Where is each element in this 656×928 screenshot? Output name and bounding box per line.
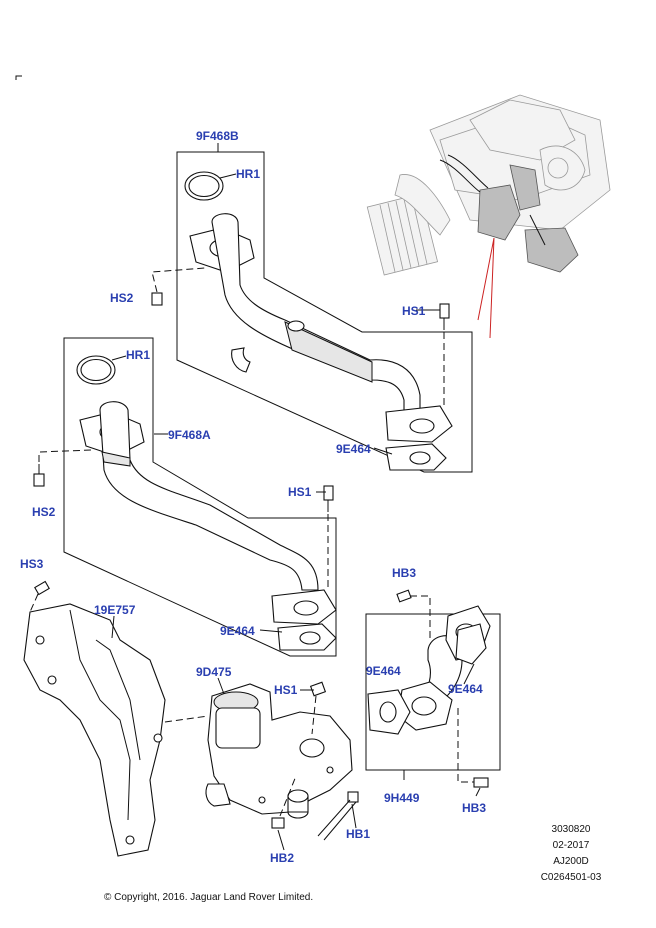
callout-9f468b: 9F468B xyxy=(196,129,239,143)
callout-hr1-top: HR1 xyxy=(236,167,261,181)
bolt-hb1 xyxy=(317,791,359,841)
callout-9f468a: 9F468A xyxy=(168,428,211,442)
group-9h449 xyxy=(365,589,501,788)
callout-hs1-mid: HS1 xyxy=(288,485,312,499)
callout-9e464-top: 9E464 xyxy=(336,442,371,456)
bolt-hb2 xyxy=(271,775,297,829)
heat-shield-19e757 xyxy=(23,580,209,857)
callout-9d475: 9D475 xyxy=(196,665,232,679)
leader-lines xyxy=(111,143,481,851)
corner-mark xyxy=(15,75,22,80)
callout-9h449: 9H449 xyxy=(384,791,420,805)
callout-hb3-bottom: HB3 xyxy=(462,801,487,815)
callout-hb2: HB2 xyxy=(270,851,295,865)
callout-9e464-mid: 9E464 xyxy=(220,624,255,638)
bolt-hs1-top xyxy=(439,303,450,406)
reference-engine-code: AJ200D xyxy=(553,856,589,867)
callout-hs2-top: HS2 xyxy=(110,291,134,305)
callout-hb1: HB1 xyxy=(346,827,371,841)
bolt-hs1-low xyxy=(309,681,327,735)
pipe-9f468a xyxy=(99,401,319,591)
reference-number: 3030820 xyxy=(551,824,591,835)
egr-valve-9d475 xyxy=(205,681,359,841)
bolt-hb3-bottom xyxy=(457,708,489,788)
callout-19e757: 19E757 xyxy=(94,603,136,617)
bolt-hs2-top xyxy=(151,267,206,306)
callout-hr1-mid: HR1 xyxy=(126,348,151,362)
gasket-9e464-right xyxy=(455,623,487,665)
callout-hs1-top: HS1 xyxy=(402,304,426,318)
callout-hs1-low: HS1 xyxy=(274,683,298,697)
callout-hs3: HS3 xyxy=(20,557,44,571)
callout-9e464-left: 9E464 xyxy=(366,664,401,678)
callout-hs2-mid: HS2 xyxy=(32,505,56,519)
copyright-notice: © Copyright, 2016. Jaguar Land Rover Lim… xyxy=(104,892,314,903)
bolt-hs3 xyxy=(29,580,50,613)
reference-date: 02-2017 xyxy=(552,840,590,851)
bolt-hs2-mid xyxy=(33,449,93,487)
group-9f468a xyxy=(33,337,337,657)
engine-overview-illustration xyxy=(366,94,611,339)
callout-hb3-top: HB3 xyxy=(392,566,417,580)
locator-leader-red xyxy=(477,237,495,339)
bolt-hb3-top xyxy=(396,589,431,640)
bolt-hs1-mid xyxy=(323,485,334,588)
callout-9e464-right: 9E464 xyxy=(448,682,483,696)
reference-drawing-id: C0264501-03 xyxy=(540,872,602,883)
reference-block: 3030820 02-2017 AJ200D C0264501-03 xyxy=(528,822,614,886)
group-9f468b xyxy=(151,151,473,473)
